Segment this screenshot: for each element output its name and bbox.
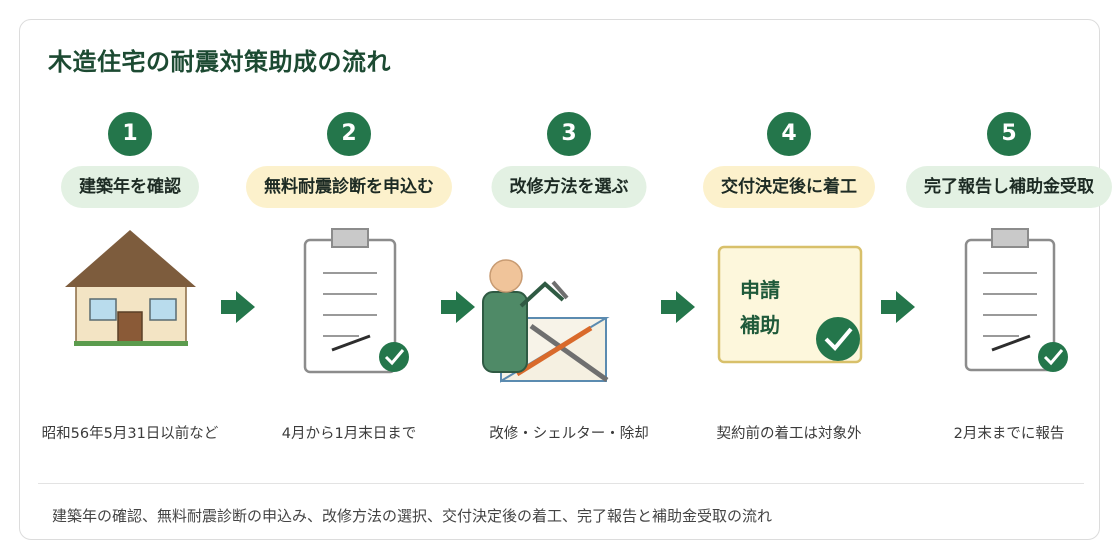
page-title: 木造住宅の耐震対策助成の流れ: [48, 48, 391, 76]
arrow-right-icon: [441, 291, 475, 323]
clipboard-check-icon: [964, 228, 1068, 372]
arrow-right-icon: [881, 291, 915, 323]
step-number-badge: 1: [108, 112, 152, 156]
step-label: 完了報告し補助金受取: [906, 166, 1112, 208]
step-label: 無料耐震診断を申込む: [246, 166, 452, 208]
clipboard-check-icon: [303, 228, 409, 374]
application-document-icon: 申請 補助: [717, 245, 863, 364]
step-label: 建築年を確認: [61, 166, 199, 208]
step-number-badge: 3: [547, 112, 591, 156]
document-line-1: 申請: [740, 278, 780, 302]
flow-card: [19, 19, 1100, 540]
step-number-badge: 2: [327, 112, 371, 156]
step-5: 5 完了報告し補助金受取 2月末までに報告: [899, 112, 1119, 452]
step-note: 昭和56年5月31日以前など: [41, 426, 219, 442]
step-label: 改修方法を選ぶ: [491, 166, 647, 208]
step-4: 4 交付決定後に着工 申請 補助 契約前の着工は対象外: [679, 112, 899, 452]
step-note: 改修・シェルター・除却: [489, 426, 649, 442]
step-3: 3 改修方法を選ぶ 改修・シェルター・除却: [459, 112, 679, 452]
step-label: 交付決定後に着工: [703, 166, 875, 208]
step-note: 2月末までに報告: [953, 426, 1065, 442]
caption: 建築年の確認、無料耐震診断の申込み、改修方法の選択、交付決定後の着工、完了報告と…: [52, 507, 773, 525]
step-number-badge: 4: [767, 112, 811, 156]
step-number-badge: 5: [987, 112, 1031, 156]
step-note: 契約前の着工は対象外: [716, 426, 862, 442]
document-line-2: 補助: [739, 313, 780, 337]
check-badge-icon: [816, 317, 860, 361]
step-note: 4月から1月末日まで: [281, 426, 417, 442]
person-shelter-icon: [482, 259, 610, 383]
arrow-right-icon: [221, 291, 255, 323]
arrow-right-icon: [661, 291, 695, 323]
check-badge-icon: [1038, 342, 1068, 372]
step-1: 1 建築年を確認 昭和56年5月31日以前など: [20, 112, 240, 452]
house-icon: [65, 230, 196, 346]
divider: [38, 483, 1084, 484]
check-badge-icon: [379, 342, 409, 372]
step-2: 2 無料耐震診断を申込む 4月から1月末日まで: [239, 112, 459, 452]
